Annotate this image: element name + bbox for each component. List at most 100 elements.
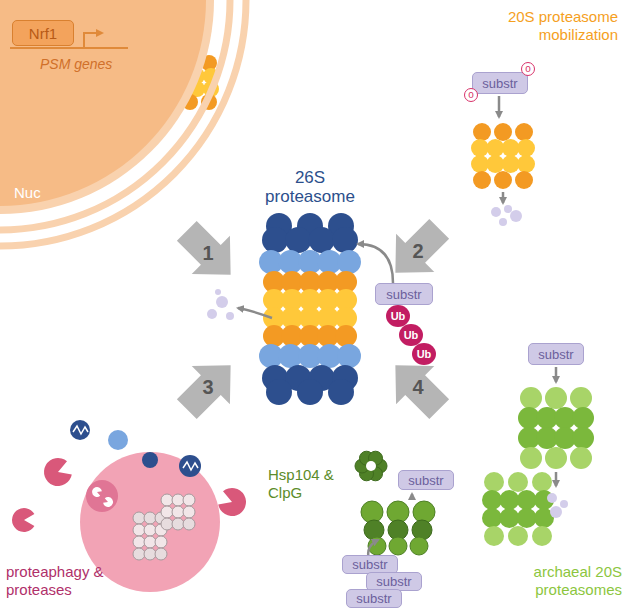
subunit-fragment [70, 420, 90, 440]
vesicle [86, 480, 118, 512]
gene-label: PSM genes [40, 56, 130, 73]
panel-title: 20S proteasome mobilization [500, 8, 618, 44]
peptide [550, 506, 562, 518]
subunit [133, 512, 145, 524]
node-text: Ub [404, 329, 419, 341]
peptide [560, 500, 568, 508]
subunit [155, 536, 167, 548]
substrate-box: substr [398, 470, 454, 490]
subunit [502, 155, 520, 173]
nucleoplasm [0, 0, 206, 206]
node-text: o [525, 64, 531, 74]
substrate-box: substr [528, 343, 584, 365]
subunit [532, 472, 552, 492]
protease-symbol [218, 488, 246, 516]
substrate-box: substr [346, 589, 402, 608]
transcription-arrow [84, 33, 102, 48]
subunit [515, 123, 533, 141]
node-text: Nrf1 [29, 25, 57, 42]
peptide [547, 493, 557, 503]
flow-arrow [498, 96, 501, 117]
subunit [266, 379, 292, 405]
subunit [337, 344, 361, 368]
subunit [473, 123, 491, 141]
callout-number: 2 [406, 240, 430, 263]
subunit [335, 325, 357, 347]
panel-title: archaeal 20S proteasomes [470, 563, 622, 599]
flow-arrow [411, 494, 414, 500]
node-text: substr [386, 287, 421, 302]
protease-symbol [12, 508, 34, 532]
subunit [484, 526, 504, 546]
subunit [144, 548, 156, 560]
subunit [520, 387, 542, 409]
subunit [389, 537, 407, 555]
subunit [410, 537, 428, 555]
pathway-arrow [168, 346, 250, 428]
pore [366, 461, 376, 471]
oxidation-mark: o [521, 62, 535, 76]
subunit [494, 123, 512, 141]
subunit [520, 447, 542, 469]
nucleus: Nuc Nrf1 [0, 0, 250, 250]
subunit [499, 490, 519, 510]
node-text: substr [408, 473, 443, 488]
subunit [471, 155, 489, 173]
subunit [532, 526, 552, 546]
connector-arrow [358, 244, 393, 283]
er-membrane [0, 0, 230, 230]
subunit [183, 494, 195, 506]
subunit [502, 139, 520, 157]
peptide [216, 296, 228, 308]
subunit [572, 407, 594, 429]
protease-symbol [92, 487, 102, 497]
subunit [155, 548, 167, 560]
subunit-fragment [142, 452, 158, 468]
flow-arrow [502, 192, 505, 203]
proteasome-node: 26S proteasome [262, 168, 358, 412]
subunit-fragment [108, 430, 128, 450]
protease-symbol [103, 497, 113, 507]
gene-line [10, 47, 128, 49]
subunit [482, 490, 502, 510]
flow-arrow [555, 472, 558, 486]
subunit [133, 548, 145, 560]
subunit [285, 227, 311, 253]
substrate-box: substr [472, 72, 528, 94]
subunit [471, 139, 489, 157]
subunit [517, 508, 537, 528]
protease-symbol [44, 458, 72, 486]
node-text: Ub [391, 310, 406, 322]
disaggregase [361, 501, 435, 555]
subunit [262, 227, 288, 253]
node-text: substr [356, 591, 391, 606]
callout-number: 4 [406, 376, 430, 399]
subunit-fragment [179, 455, 201, 477]
subunit [570, 447, 592, 469]
proteasome-label: 26S proteasome [262, 168, 358, 206]
peptide [504, 205, 512, 213]
node-text: substr [482, 76, 517, 91]
peptide [207, 309, 217, 319]
subunit [144, 524, 156, 536]
nuclear-envelope [0, 0, 214, 214]
pathway-arrow [376, 346, 458, 428]
subunit [494, 171, 512, 189]
subunit [172, 506, 184, 518]
node-text: substr [376, 574, 411, 589]
subunit [517, 139, 535, 157]
substrate-box: substr [375, 283, 433, 305]
subunit [133, 524, 145, 536]
subunit [161, 494, 173, 506]
subunit [484, 472, 504, 492]
subunit [133, 536, 145, 548]
proteasome-26s [259, 213, 361, 405]
panel-title: proteaphagy & proteases [6, 563, 156, 599]
subunit [517, 490, 537, 510]
node-text: Nuc [14, 184, 41, 201]
subunit [328, 379, 354, 405]
pathway-arrow [376, 210, 458, 292]
callout-number: 3 [196, 376, 220, 399]
peptide [510, 210, 522, 222]
